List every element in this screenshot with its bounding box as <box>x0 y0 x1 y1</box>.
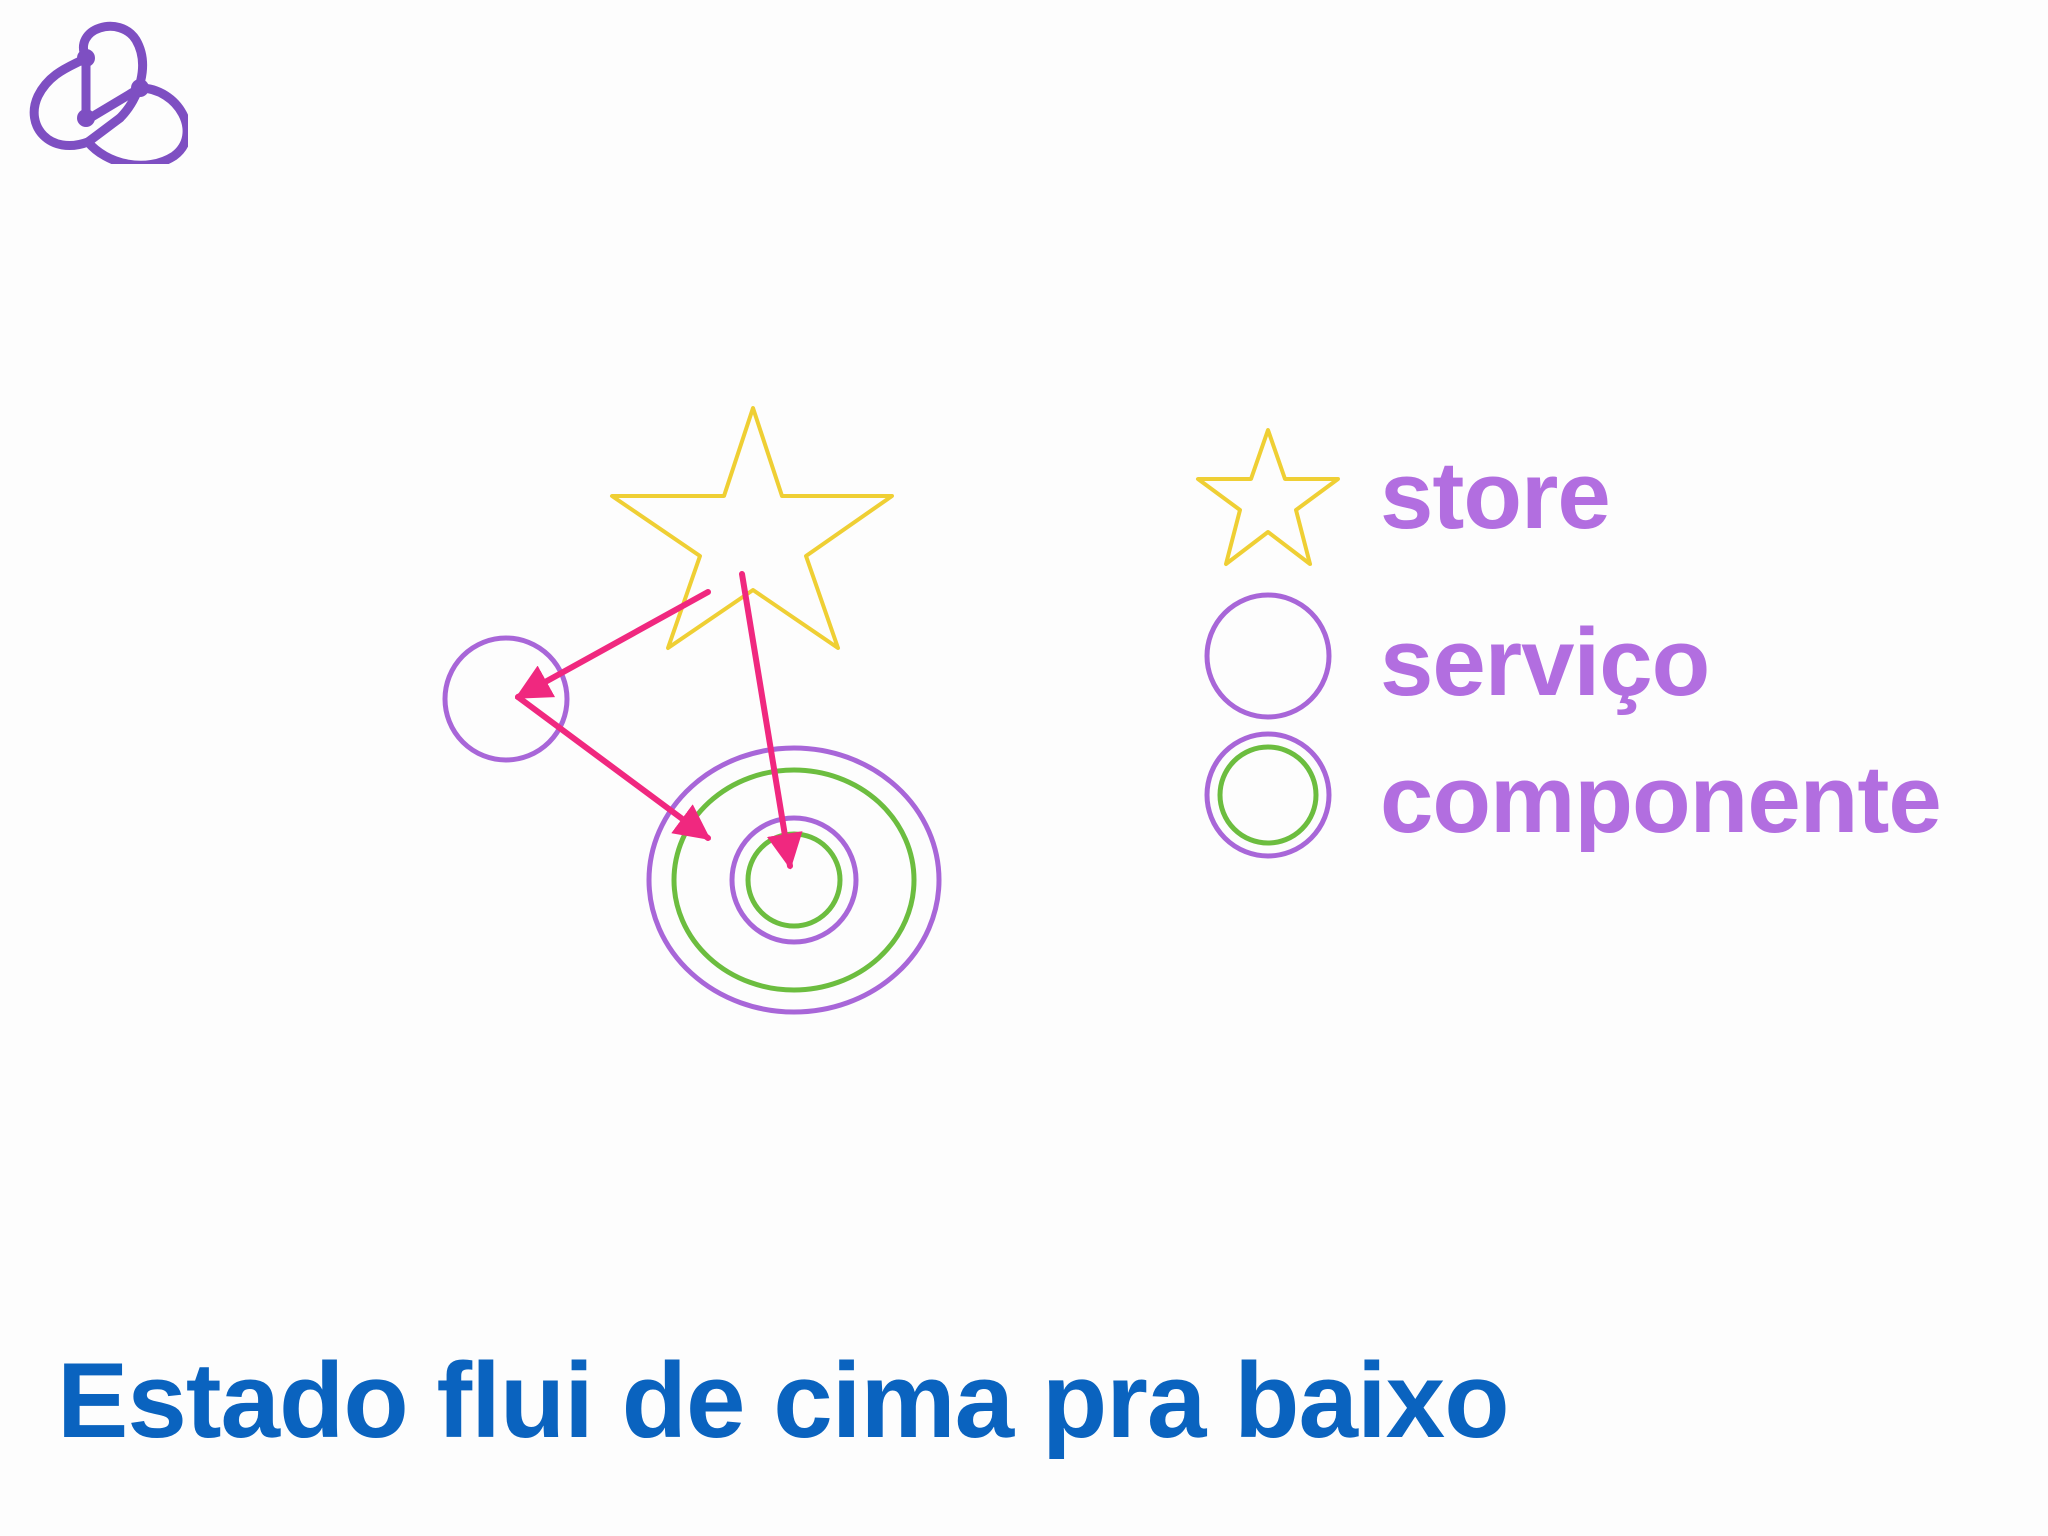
legend-label-servico: serviço <box>1380 609 1710 716</box>
component-child-outer <box>729 815 859 945</box>
component-parent-inner <box>671 767 917 993</box>
legend-label-store: store <box>1380 442 1611 549</box>
page-title: Estado flui de cima pra baixo <box>57 1340 1510 1460</box>
component-child-inner <box>745 831 843 929</box>
redux-logo-icon <box>29 21 188 164</box>
arrow-service-to-component <box>515 694 711 841</box>
double-circle-icon <box>1204 731 1332 859</box>
arrow-store-to-service <box>514 589 711 700</box>
service-circle <box>442 635 570 763</box>
component-parent-outer <box>646 745 942 1015</box>
star-icon <box>1196 428 1340 566</box>
legend-label-componente: componente <box>1380 746 1942 853</box>
store-star <box>610 406 894 650</box>
arrow-store-to-child-component <box>739 571 803 870</box>
double-circle-icon-inner <box>1217 744 1319 846</box>
circle-icon <box>1204 592 1332 720</box>
